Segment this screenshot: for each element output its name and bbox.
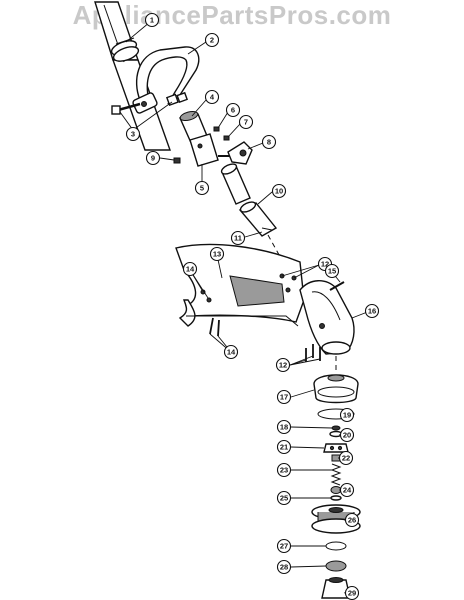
callout-9: 9 bbox=[145, 150, 161, 166]
svg-text:27: 27 bbox=[280, 542, 288, 551]
callout-2: 2 bbox=[204, 32, 220, 48]
svg-text:14: 14 bbox=[186, 265, 195, 274]
svg-text:17: 17 bbox=[280, 393, 288, 402]
svg-text:16: 16 bbox=[368, 307, 376, 316]
callout-8: 8 bbox=[261, 134, 277, 150]
svg-text:24: 24 bbox=[343, 486, 352, 495]
callout-23: 23 bbox=[276, 462, 292, 478]
callout-20: 20 bbox=[339, 427, 355, 443]
coupler-knob bbox=[218, 141, 253, 165]
svg-text:5: 5 bbox=[200, 184, 204, 193]
shaft-clamp bbox=[110, 37, 140, 62]
handle-bolt-nut bbox=[111, 91, 189, 115]
svg-text:22: 22 bbox=[342, 454, 350, 463]
svg-text:20: 20 bbox=[343, 431, 351, 440]
callout-15: 15 bbox=[324, 263, 340, 279]
callout-27: 27 bbox=[276, 538, 292, 554]
spring bbox=[330, 463, 342, 486]
guard-screws-14 bbox=[209, 317, 220, 337]
svg-text:12: 12 bbox=[321, 260, 329, 269]
svg-text:15: 15 bbox=[328, 267, 336, 276]
svg-text:7: 7 bbox=[244, 118, 248, 127]
svg-text:25: 25 bbox=[280, 494, 288, 503]
inner-washer bbox=[325, 541, 347, 551]
screw-15 bbox=[329, 281, 345, 291]
svg-text:14: 14 bbox=[227, 348, 236, 357]
callout-16: 16 bbox=[364, 303, 380, 319]
svg-text:28: 28 bbox=[280, 563, 288, 572]
bump-knob-28 bbox=[325, 560, 347, 572]
gear-housing bbox=[299, 280, 355, 355]
callout-1: 1 bbox=[144, 12, 160, 28]
callout-22: 22 bbox=[338, 450, 354, 466]
svg-text:11: 11 bbox=[234, 234, 242, 243]
head-cover bbox=[313, 374, 359, 404]
loop-handle bbox=[132, 46, 200, 114]
callout-10: 10 bbox=[271, 183, 287, 199]
callout-4: 4 bbox=[204, 89, 220, 105]
washer-18 bbox=[331, 425, 341, 431]
callout-14-upper: 14 bbox=[182, 261, 198, 277]
svg-text:10: 10 bbox=[275, 187, 283, 196]
retainer bbox=[323, 443, 349, 453]
coupler-housing bbox=[189, 133, 219, 167]
svg-text:19: 19 bbox=[343, 411, 351, 420]
callout-3: 3 bbox=[125, 126, 141, 142]
svg-text:4: 4 bbox=[210, 93, 215, 102]
callout-29: 29 bbox=[344, 585, 360, 600]
callout-26: 26 bbox=[344, 512, 360, 528]
callout-7: 7 bbox=[238, 114, 254, 130]
nut-9 bbox=[173, 157, 181, 164]
callout-24: 24 bbox=[339, 482, 355, 498]
callout-17: 17 bbox=[276, 389, 292, 405]
svg-text:2: 2 bbox=[210, 36, 214, 45]
svg-text:6: 6 bbox=[231, 106, 235, 115]
callout-21: 21 bbox=[276, 439, 292, 455]
callout-12-lower: 12 bbox=[275, 357, 291, 373]
callout-14-lower: 14 bbox=[223, 344, 239, 360]
svg-text:13: 13 bbox=[213, 250, 221, 259]
svg-text:26: 26 bbox=[348, 516, 356, 525]
svg-text:23: 23 bbox=[280, 466, 288, 475]
callout-5: 5 bbox=[194, 180, 210, 196]
svg-text:1: 1 bbox=[150, 16, 154, 25]
guard-screws-12 bbox=[305, 344, 321, 362]
svg-text:29: 29 bbox=[348, 589, 356, 598]
callout-18: 18 bbox=[276, 419, 292, 435]
svg-text:12: 12 bbox=[279, 361, 287, 370]
svg-text:8: 8 bbox=[267, 138, 271, 147]
svg-text:3: 3 bbox=[131, 130, 135, 139]
callout-11: 11 bbox=[230, 230, 246, 246]
callout-13: 13 bbox=[209, 246, 225, 262]
washer-25 bbox=[330, 495, 342, 501]
callout-25: 25 bbox=[276, 490, 292, 506]
callout-19: 19 bbox=[339, 407, 355, 423]
coupler-screws bbox=[213, 126, 230, 141]
callout-6: 6 bbox=[225, 102, 241, 118]
svg-text:18: 18 bbox=[280, 423, 288, 432]
svg-text:9: 9 bbox=[151, 154, 155, 163]
svg-text:21: 21 bbox=[280, 443, 288, 452]
callout-28: 28 bbox=[276, 559, 292, 575]
grass-guard bbox=[175, 243, 305, 327]
